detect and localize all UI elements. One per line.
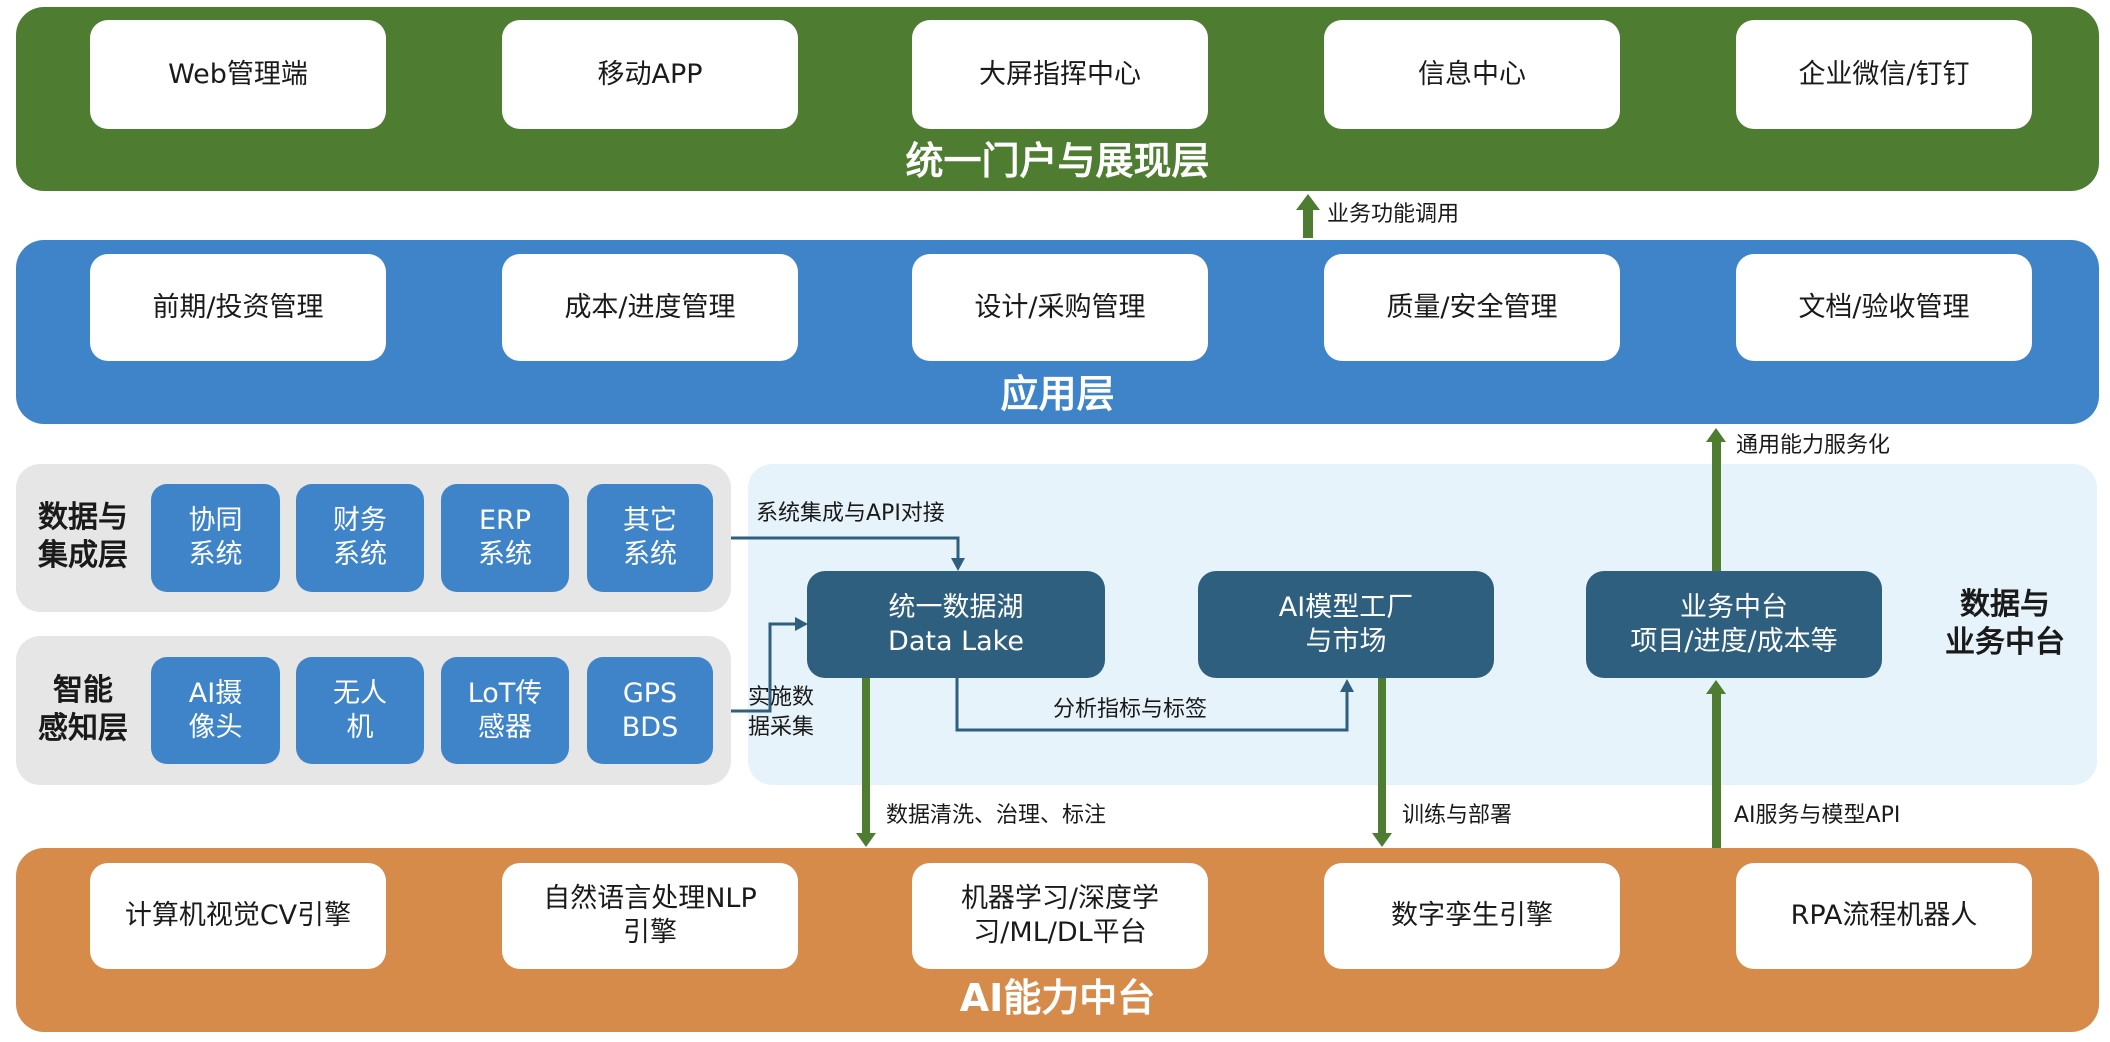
portal-item-big-screen[interactable]: 大屏指挥中心	[912, 20, 1208, 129]
portal-layer: Web管理端 移动APP 大屏指挥中心 信息中心 企业微信/钉钉 统一门户与展现…	[16, 7, 2099, 191]
item-line1: AI摄	[188, 677, 243, 709]
app-item-docs-acceptance[interactable]: 文档/验收管理	[1736, 254, 2032, 361]
portal-item-web-admin[interactable]: Web管理端	[90, 20, 386, 129]
portal-item-info-center[interactable]: 信息中心	[1324, 20, 1620, 129]
item-line1: 机器学习/深度学	[960, 883, 1160, 914]
label-analysis-tags: 分析指标与标签	[1053, 697, 1208, 722]
arrow-data-cleaning	[856, 678, 876, 847]
label-data-collection: 实施数 据采集	[748, 683, 814, 743]
item-line2: 机	[346, 711, 374, 743]
item-line1: 协同	[188, 505, 243, 536]
item-line2: 系统	[623, 539, 677, 570]
integration-title-line2: 集成层	[38, 538, 128, 573]
integration-title-line1: 数据与	[38, 500, 128, 535]
item-line2: 像头	[188, 711, 243, 743]
business-platform-box[interactable]: 业务中台项目/进度/成本等	[1586, 571, 1882, 678]
item-line1: 自然语言处理NLP	[543, 883, 757, 914]
perception-title-line1: 智能	[53, 673, 113, 708]
item-line2: 习/ML/DL平台	[973, 917, 1147, 948]
item-line2: 引擎	[623, 917, 677, 948]
connector-system-integration	[731, 536, 965, 571]
arrow-general-service	[1706, 428, 1726, 571]
app-layer: 前期/投资管理 成本/进度管理 设计/采购管理 质量/安全管理 文档/验收管理 …	[16, 240, 2099, 424]
ai-item-cv-engine[interactable]: 计算机视觉CV引擎	[90, 863, 386, 969]
integration-item-finance[interactable]: 财务系统	[296, 484, 424, 592]
item-line1: 无人	[333, 677, 387, 709]
label-business-call: 业务功能调用	[1327, 202, 1460, 227]
connector-analysis-tags	[955, 678, 1354, 732]
business-line2: 项目/进度/成本等	[1630, 625, 1838, 657]
item-line1: 其它	[623, 505, 677, 536]
data-collection-line2: 据采集	[748, 715, 815, 740]
app-item-quality-safety[interactable]: 质量/安全管理	[1324, 254, 1620, 361]
portal-layer-title: 统一门户与展现层	[905, 139, 1210, 183]
ai-item-rpa[interactable]: RPA流程机器人	[1736, 863, 2032, 969]
item-line1: GPS	[622, 677, 678, 709]
ai-factory-line2: 与市场	[1305, 625, 1387, 657]
data-lake-line2: Data Lake	[888, 625, 1024, 657]
app-item-cost-schedule[interactable]: 成本/进度管理	[502, 254, 798, 361]
label-train-deploy: 训练与部署	[1402, 803, 1513, 828]
label-general-service: 通用能力服务化	[1736, 433, 1891, 458]
item-line1: 财务	[333, 505, 387, 536]
perception-title-line2: 感知层	[38, 711, 128, 746]
ai-factory-line1: AI模型工厂	[1278, 591, 1414, 623]
integration-layer-title: 数据与 集成层	[28, 499, 138, 575]
integration-item-collab[interactable]: 协同系统	[151, 484, 280, 592]
ai-item-ml-dl-platform[interactable]: 机器学习/深度学习/ML/DL平台	[912, 863, 1208, 969]
item-line2: 系统	[188, 539, 243, 570]
data-collection-line1: 实施数	[748, 685, 815, 710]
arrow-train-deploy	[1372, 678, 1392, 847]
integration-item-other[interactable]: 其它系统	[587, 484, 713, 592]
arrow-business-call	[1296, 194, 1320, 238]
business-line1: 业务中台	[1679, 591, 1788, 623]
item-line2: BDS	[621, 711, 679, 743]
platform-title-line2: 业务中台	[1945, 625, 2065, 660]
label-system-integration: 系统集成与API对接	[756, 501, 945, 526]
item-line2: 系统	[333, 539, 387, 570]
portal-item-mobile-app[interactable]: 移动APP	[502, 20, 798, 129]
label-data-cleaning: 数据清洗、治理、标注	[886, 803, 1107, 828]
data-lake-line1: 统一数据湖	[888, 591, 1024, 623]
perception-layer-title: 智能 感知层	[28, 672, 138, 748]
app-item-investment[interactable]: 前期/投资管理	[90, 254, 386, 361]
item-line1: ERP	[478, 505, 532, 536]
platform-title: 数据与 业务中台	[1930, 586, 2080, 662]
perception-item-drone[interactable]: 无人机	[296, 657, 424, 764]
ai-item-digital-twin[interactable]: 数字孪生引擎	[1324, 863, 1620, 969]
platform-title-line1: 数据与	[1960, 587, 2050, 622]
ai-layer-title: AI能力中台	[959, 976, 1156, 1020]
ai-model-factory-box[interactable]: AI模型工厂与市场	[1198, 571, 1494, 678]
item-line1: 计算机视觉CV引擎	[124, 900, 352, 931]
app-layer-title: 应用层	[1000, 372, 1115, 416]
arrow-ai-service-api	[1706, 680, 1726, 848]
item-line1: LoT传	[467, 677, 543, 709]
perception-item-ai-camera[interactable]: AI摄像头	[151, 657, 280, 764]
item-line1: RPA流程机器人	[1790, 900, 1978, 931]
connector-data-collection	[731, 617, 808, 713]
item-line1: 数字孪生引擎	[1391, 900, 1553, 931]
item-line2: 感器	[478, 711, 532, 743]
app-item-design-procurement[interactable]: 设计/采购管理	[912, 254, 1208, 361]
portal-item-wecom-dingtalk[interactable]: 企业微信/钉钉	[1736, 20, 2032, 129]
item-line2: 系统	[478, 539, 532, 570]
label-ai-service-api: AI服务与模型API	[1734, 803, 1901, 828]
perception-item-iot-sensor[interactable]: LoT传感器	[441, 657, 569, 764]
